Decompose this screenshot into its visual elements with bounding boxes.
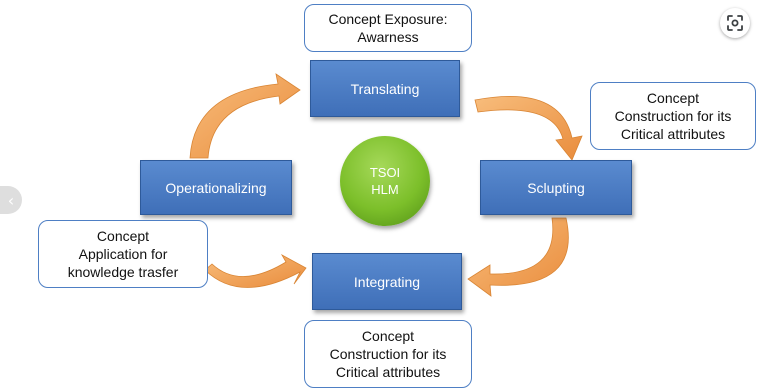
stage-integrating-label: Integrating <box>353 273 421 290</box>
lens-icon <box>727 15 743 31</box>
callout-top-line2: Awarness <box>357 29 419 45</box>
center-node-line2: HLM <box>371 182 399 197</box>
callout-top: Concept Exposure: Awarness <box>304 4 472 52</box>
center-node-tsoi-hlm: TSOI HLM <box>340 136 430 226</box>
center-node-line1: TSOI <box>369 165 401 180</box>
arrow-sculpting-to-integrating <box>467 217 569 297</box>
previous-button[interactable]: ‹ <box>0 186 22 214</box>
chevron-left-icon: ‹ <box>7 190 15 210</box>
callout-left-line1: Concept <box>96 228 150 244</box>
callout-right-line2: Construction for its <box>614 108 732 124</box>
arrow-integrating-to-operationalizing <box>204 253 307 288</box>
stage-operationalizing: Operationalizing <box>140 160 292 215</box>
stage-sculpting: Sclupting <box>480 160 632 215</box>
callout-left-line3: knowledge trasfer <box>67 264 179 280</box>
callout-left-line2: Application for <box>78 246 168 262</box>
callout-top-line1: Concept Exposure: <box>328 11 448 27</box>
stage-integrating: Integrating <box>312 253 462 310</box>
stage-translating: Translating <box>310 60 460 117</box>
stage-operationalizing-label: Operationalizing <box>165 179 267 196</box>
lens-button[interactable] <box>720 8 750 38</box>
callout-bottom-line3: Critical attributes <box>335 364 441 380</box>
callout-bottom: Concept Construction for its Critical at… <box>304 320 472 388</box>
callout-right-line3: Critical attributes <box>620 126 726 142</box>
stage-translating-label: Translating <box>350 80 420 97</box>
stage-sculpting-label: Sclupting <box>527 179 585 196</box>
arrow-translating-to-sculpting <box>474 95 583 161</box>
callout-left: Concept Application for knowledge trasfe… <box>38 220 208 288</box>
arrow-operationalizing-to-translating <box>189 73 301 159</box>
callout-right: Concept Construction for its Critical at… <box>590 82 756 150</box>
callout-right-line1: Concept <box>646 90 700 106</box>
callout-bottom-line2: Construction for its <box>329 346 447 362</box>
callout-bottom-line1: Concept <box>361 328 415 344</box>
